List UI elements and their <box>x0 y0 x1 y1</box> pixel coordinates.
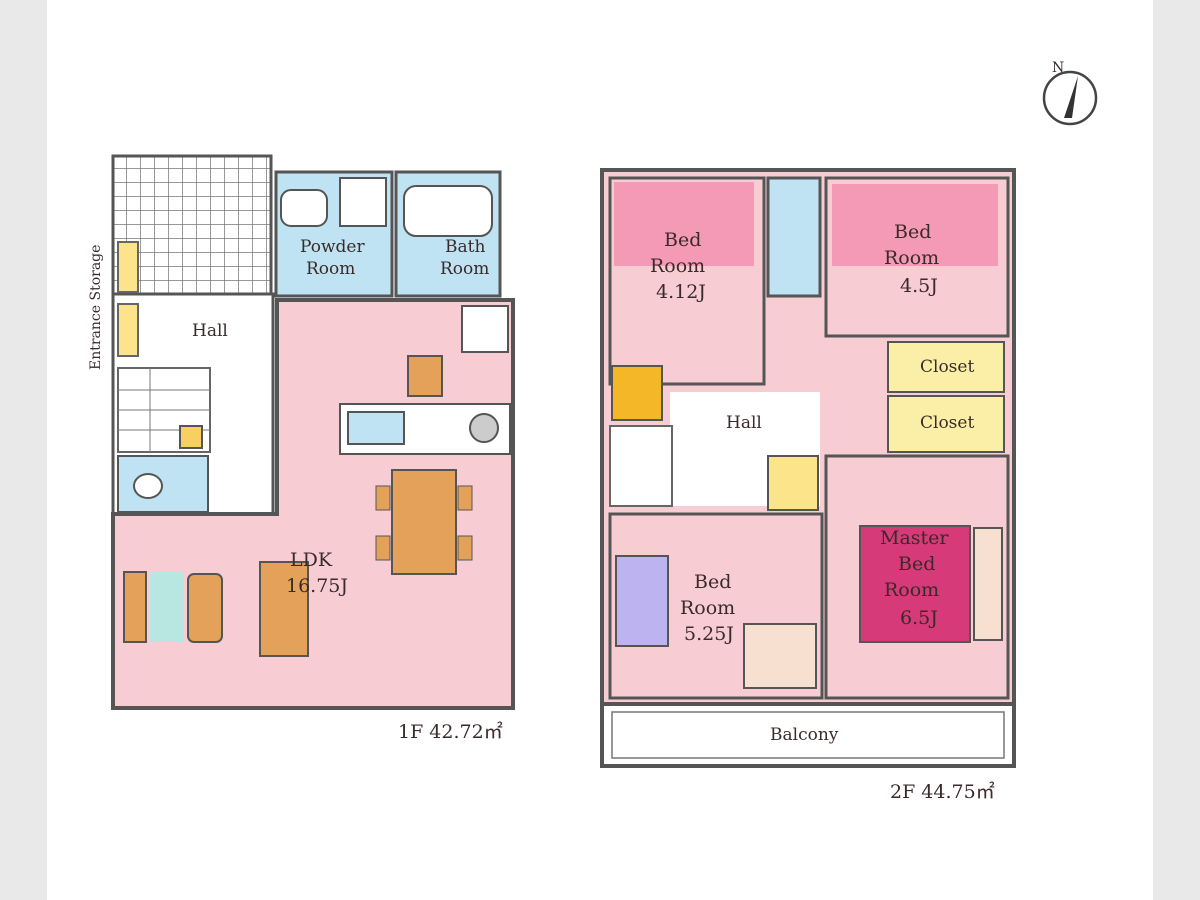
master-bed <box>859 525 971 643</box>
dining-table <box>391 469 457 575</box>
living-rug <box>150 572 184 642</box>
master-size-label: 6.5J <box>900 607 938 629</box>
stove-icon <box>469 413 499 443</box>
bed-sw-bed <box>615 555 669 647</box>
bath-room-label-1: Bath <box>445 237 485 257</box>
compass-n-label: N <box>1052 60 1064 76</box>
bed-ne-size-label: 4.5J <box>900 275 938 297</box>
closet-2 <box>887 395 1005 453</box>
dining-chair-4 <box>457 535 473 561</box>
utility-box-icon <box>179 425 203 449</box>
hall-closet-2f <box>611 365 663 421</box>
toilet-1f <box>117 455 209 513</box>
toilet-bowl-icon <box>133 473 163 499</box>
coffee-table <box>187 573 223 643</box>
powder-room-label-1: Powder <box>300 237 365 257</box>
entrance-porch <box>111 154 273 296</box>
washing-machine-icon <box>339 177 387 227</box>
master-nightstand <box>973 527 1003 641</box>
fridge-icon <box>407 355 443 397</box>
bed-nw-furniture <box>614 182 754 266</box>
entrance-storage-shelf-1 <box>117 241 139 293</box>
sofa <box>259 561 309 657</box>
labels-2f: Bed Room 4.12J Bed Room 4.5J Closet Clos… <box>650 221 995 803</box>
floor2-area-label: 2F 44.75㎡ <box>890 780 995 803</box>
ldk-label: LDK <box>290 549 333 571</box>
bed-nw-label-1: Bed <box>664 229 701 251</box>
stairs-2f <box>609 425 673 507</box>
tv-stand <box>123 571 147 643</box>
north-compass <box>1042 70 1098 126</box>
bathtub-icon <box>403 185 493 237</box>
second-floor-plan <box>600 168 1016 768</box>
master-label-2: Bed <box>898 553 935 575</box>
dining-chair-2 <box>375 535 391 561</box>
floor1-area-label: 1F 42.72㎡ <box>398 720 503 743</box>
bed-ne-furniture <box>832 184 998 266</box>
bed-nw-label-2: Room <box>650 255 705 277</box>
dining-chair-1 <box>375 485 391 511</box>
bed-sw-desk <box>743 623 817 689</box>
balcony-label: Balcony <box>770 725 839 745</box>
ldk-size-label: 16.75J <box>286 575 348 597</box>
bed-sw-size-label: 5.25J <box>684 623 734 645</box>
balcony <box>600 702 1016 768</box>
master-label-3: Room <box>884 579 939 601</box>
floor-plan-sheet: Entrance Storage Hall Powder Room Bath R… <box>47 0 1153 900</box>
hall-2f-label: Hall <box>726 413 762 433</box>
pantry-icon <box>461 305 509 353</box>
entrance-storage-label: Entrance Storage <box>88 245 104 370</box>
bed-sw-label-1: Bed <box>694 571 731 593</box>
entrance-storage-shelf-2 <box>117 303 139 357</box>
powder-room-label-2: Room <box>306 259 355 279</box>
hall-1f-label: Hall <box>192 321 228 341</box>
toilet-2f <box>766 176 822 298</box>
storage-2f <box>767 455 819 511</box>
first-floor-plan <box>111 154 515 710</box>
labels-1f: Entrance Storage Hall Powder Room Bath R… <box>88 237 503 743</box>
sink-icon <box>347 411 405 445</box>
bed-ne-label-2: Room <box>884 247 939 269</box>
closet-1 <box>887 341 1005 393</box>
closet-1-label: Closet <box>920 357 974 377</box>
bed-ne-label-1: Bed <box>894 221 931 243</box>
washbasin-icon <box>280 189 328 227</box>
floor-plan-diagram: Entrance Storage Hall Powder Room Bath R… <box>88 60 1098 803</box>
bath-room-label-2: Room <box>440 259 489 279</box>
dining-chair-3 <box>457 485 473 511</box>
bed-sw-label-2: Room <box>680 597 735 619</box>
closet-2-label: Closet <box>920 413 974 433</box>
bed-nw-size-label: 4.12J <box>656 281 706 303</box>
master-label-1: Master <box>880 527 949 549</box>
